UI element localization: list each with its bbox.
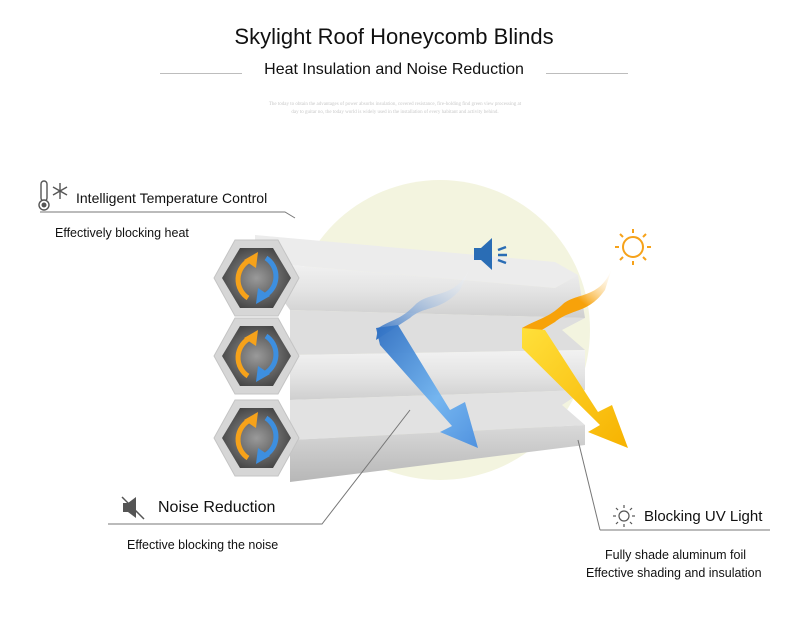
hexagon-end-3 xyxy=(213,399,300,477)
temperature-title: Intelligent Temperature Control xyxy=(76,190,268,206)
faint-description: The today to obtain the advantages of po… xyxy=(225,101,565,117)
uv-subtitle-line-2: Effective shading and insulation xyxy=(586,566,762,580)
temperature-subtitle: Effectively blocking heat xyxy=(55,226,189,240)
leader-temperature xyxy=(40,211,296,219)
page-subtitle: Heat Insulation and Noise Reduction xyxy=(264,61,524,78)
noise-title: Noise Reduction xyxy=(158,499,276,516)
leader-lines xyxy=(40,211,770,531)
uv-title: Blocking UV Light xyxy=(644,508,763,525)
uv-arrow xyxy=(522,268,628,448)
uv-subtitle-line-1: Fully shade aluminum foil xyxy=(605,548,747,562)
sun-icon xyxy=(615,229,651,265)
noise-arrow xyxy=(376,268,478,448)
divider-line-right xyxy=(546,73,628,74)
thermometer-snowflake-icon xyxy=(38,180,68,211)
hexagon-end-2 xyxy=(213,317,300,395)
noise-subtitle: Effective blocking the noise xyxy=(127,538,279,552)
sun-outline-icon xyxy=(613,505,635,527)
leader-uv xyxy=(577,439,601,531)
speaker-icon xyxy=(474,238,507,270)
page-title: Skylight Roof Honeycomb Blinds xyxy=(234,24,554,49)
hexagon-end-1 xyxy=(213,239,300,317)
faint-description-line-1: The today to obtain the advantages of po… xyxy=(268,102,522,107)
honeycomb-cells xyxy=(255,235,585,482)
subtitle-divider xyxy=(160,60,628,84)
speaker-muted-icon xyxy=(121,496,145,520)
leader-noise xyxy=(108,409,411,525)
faint-description-line-2: day to guitar no, the today world is wid… xyxy=(291,110,499,115)
divider-line-left xyxy=(160,73,242,74)
